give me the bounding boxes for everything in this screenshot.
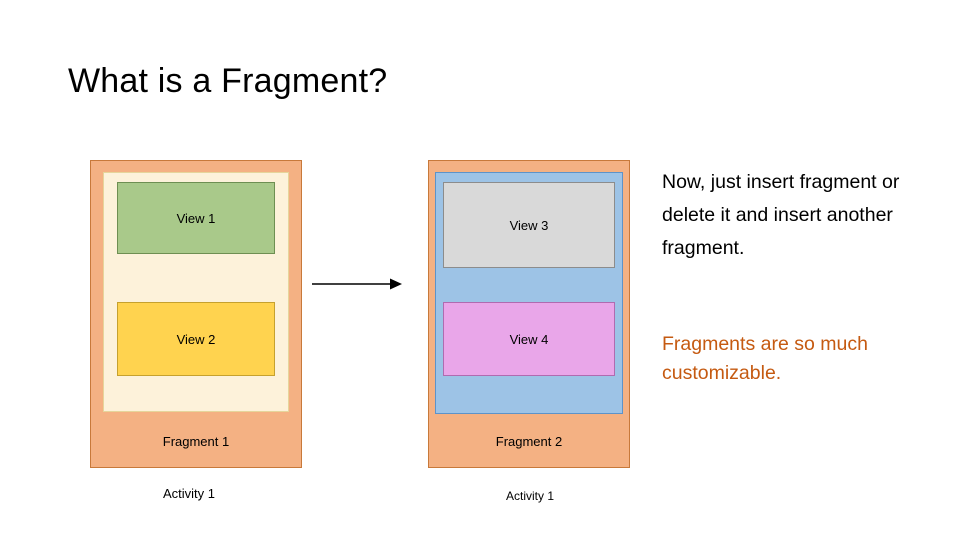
view-3-label: View 3 [509,217,549,233]
activity-1-label: Activity 1 [162,486,215,501]
view-2-box: View 2 [117,302,275,376]
fragment-2-label: Fragment 2 [495,434,563,449]
view-2-label: View 2 [176,331,216,347]
right-arrow-icon [312,278,402,290]
view-4-label: View 4 [509,331,549,347]
page-title: What is a Fragment? [68,62,388,100]
fragment-1-label: Fragment 1 [162,434,230,449]
note-primary: Now, just insert fragment or delete it a… [662,171,900,259]
view-4-box: View 4 [443,302,615,376]
view-1-label: View 1 [176,210,216,226]
activity-2-label-right: Activity 1 [505,489,554,503]
view-3-box: View 3 [443,182,615,268]
note-accent: Fragments are so much customizable. [662,333,868,384]
view-1-box: View 1 [117,182,275,254]
